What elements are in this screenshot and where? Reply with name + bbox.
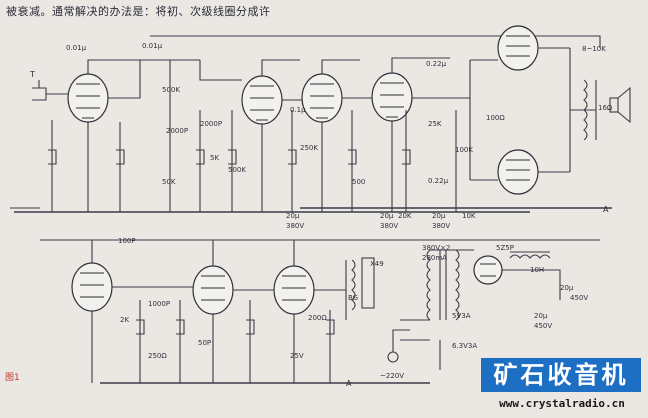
- label-v4: 6.3V3A: [452, 342, 477, 350]
- label-c23: 100P: [118, 237, 136, 245]
- label-c13: 20μ: [432, 212, 446, 220]
- label-c20: 25V: [290, 352, 304, 360]
- header-text: 被衰减。通常解决的办法是：将初、次级线圈分成许: [6, 5, 271, 18]
- label-c19: 50P: [198, 339, 211, 347]
- figure-label: 图1: [5, 373, 20, 383]
- label-r18: 8~10K: [582, 45, 606, 53]
- label-v6: 10H: [530, 266, 544, 274]
- upper-wiring: [46, 47, 596, 212]
- tube-g10-rectifier: [473, 255, 503, 285]
- power-transformer: [426, 249, 460, 321]
- label-c1: 0.01μ: [66, 44, 87, 52]
- label-v2: 280mA: [422, 254, 447, 262]
- tube-g6: [497, 149, 539, 195]
- label-c7: 0.22μ: [426, 60, 447, 68]
- label-r20: 2K: [120, 316, 129, 324]
- speaker: [609, 86, 631, 124]
- label-c8: 0.22μ: [428, 177, 449, 185]
- tube-g1: [67, 73, 109, 123]
- filter-choke: [509, 251, 551, 259]
- label-r24: 250Ω: [148, 352, 167, 360]
- label-c15: 20μ: [560, 284, 574, 292]
- top-rail: [150, 35, 601, 48]
- label-c14: 380V: [432, 222, 450, 230]
- tube-g7: [71, 262, 113, 312]
- label-r16: 10K: [462, 212, 476, 220]
- label-r12: 500: [352, 178, 365, 186]
- label-input-t: T: [29, 70, 35, 79]
- label-c22: 450V: [534, 322, 552, 330]
- label-a2: A: [346, 379, 352, 388]
- label-r19: 16Ω: [598, 104, 613, 112]
- label-r1: 500K: [162, 86, 180, 94]
- label-r17: 100Ω: [486, 114, 505, 122]
- lower-resistors: [136, 319, 335, 335]
- label-c17: 1000P: [148, 300, 170, 308]
- label-v1: 380V×2: [422, 244, 450, 252]
- tube-g4: [371, 72, 413, 122]
- label-v9: BG: [348, 294, 358, 302]
- label-v8: X49: [370, 260, 384, 268]
- label-r23: 200Ω: [308, 314, 327, 322]
- label-r5: 500K: [228, 166, 246, 174]
- label-c10: 380V: [286, 222, 304, 230]
- label-c4: 2000P: [200, 120, 222, 128]
- output-transformer: [583, 79, 597, 141]
- label-r15: 20K: [398, 212, 412, 220]
- label-c11: 20μ: [380, 212, 394, 220]
- label-r4: 50K: [162, 178, 176, 186]
- label-c6: 0.1μ: [290, 106, 306, 114]
- mains-plug: [387, 329, 410, 363]
- label-a1: A: [603, 205, 609, 214]
- label-c16: 450V: [570, 294, 588, 302]
- tube-g8: [192, 265, 234, 315]
- watermark-url: www.crystalradio.cn: [499, 397, 625, 410]
- tube-g3: [301, 73, 343, 123]
- label-c2: 0.01μ: [142, 42, 163, 50]
- tube-g9: [273, 265, 315, 315]
- watermark-brand: 矿石收音机: [481, 358, 641, 392]
- label-c21: 20μ: [534, 312, 548, 320]
- label-v5: ~220V: [380, 372, 404, 380]
- label-v3: 5V3A: [452, 312, 471, 320]
- upper-verticals: [51, 110, 457, 212]
- lower-wiring: [40, 239, 600, 383]
- label-r7: 250K: [300, 144, 318, 152]
- label-r11: 100K: [455, 146, 473, 154]
- label-c12: 380V: [380, 222, 398, 230]
- label-r3: 5K: [210, 154, 219, 162]
- label-v7: 5Z5P: [496, 244, 514, 252]
- upper-resistors: [48, 149, 411, 165]
- rectifier-wiring: [400, 249, 561, 370]
- label-c3: 2000P: [166, 127, 188, 135]
- output-transformer-lower: [351, 257, 375, 311]
- tube-g5: [497, 25, 539, 71]
- input-jack: [32, 80, 47, 101]
- label-c9: 20μ: [286, 212, 300, 220]
- label-r13: 25K: [428, 120, 442, 128]
- tube-g2: [241, 75, 283, 125]
